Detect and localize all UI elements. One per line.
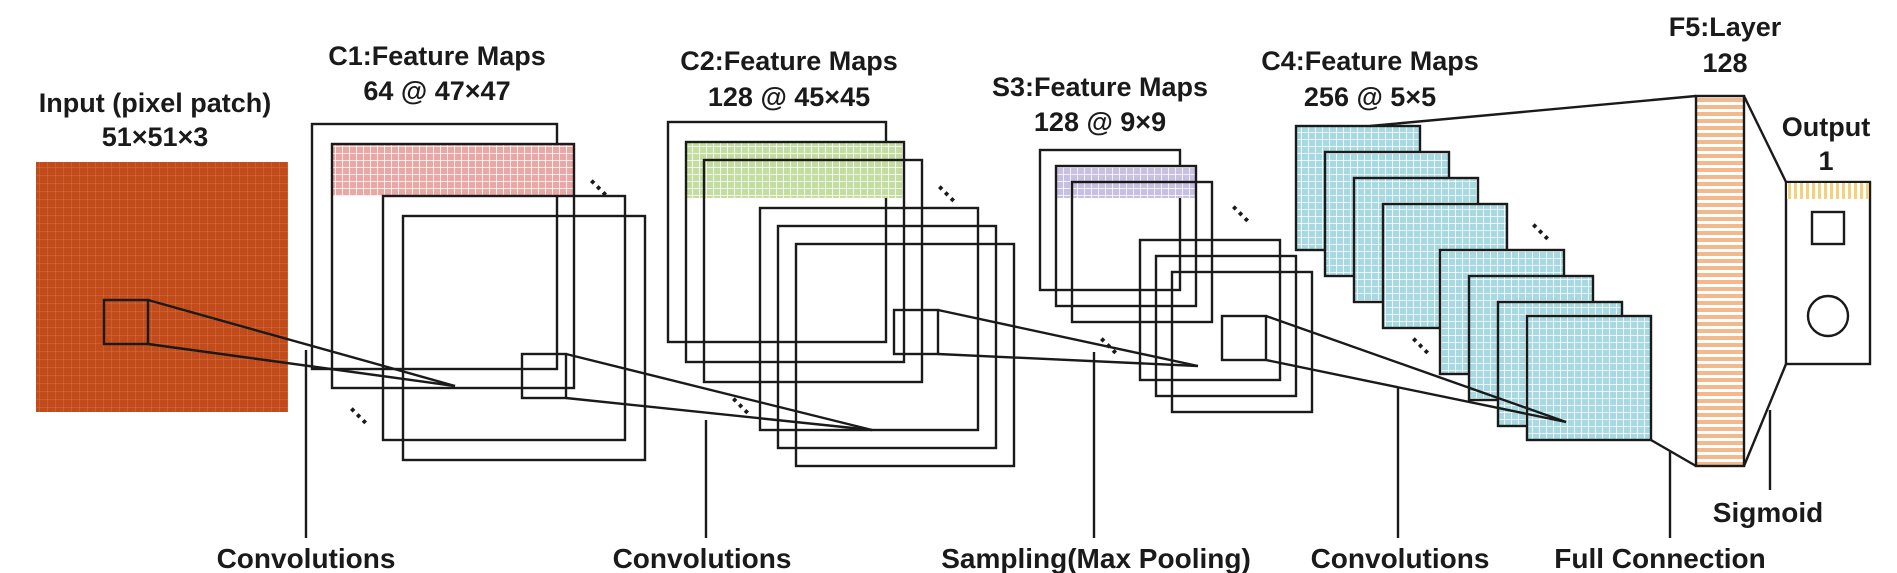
c2-map-5 bbox=[776, 224, 998, 450]
s3-map-6 bbox=[1170, 270, 1314, 414]
c4-size: 256 @ 5×5 bbox=[1304, 82, 1436, 112]
input-size: 51×51×3 bbox=[102, 122, 209, 152]
op-conv3-label: Convolutions bbox=[1311, 543, 1490, 573]
c2-map-4 bbox=[758, 206, 980, 432]
c1-feature-grid bbox=[332, 144, 574, 196]
connection-lines bbox=[147, 94, 1788, 468]
conn-input-c1-top bbox=[147, 298, 456, 388]
s3-map-4 bbox=[1138, 238, 1282, 382]
c2-title: C2:Feature Maps bbox=[680, 46, 898, 76]
output-circle-icon bbox=[1806, 294, 1850, 338]
input-title: Input (pixel patch) bbox=[39, 88, 272, 118]
output-size: 1 bbox=[1818, 146, 1833, 176]
s3-receptive-field bbox=[1220, 314, 1268, 362]
f5-title: F5:Layer bbox=[1669, 12, 1782, 42]
output-title: Output bbox=[1782, 112, 1870, 142]
conn-c4-f5-top bbox=[1369, 94, 1697, 128]
conn-s3-c4-top bbox=[1265, 314, 1567, 424]
op-fc-label: Full Connection bbox=[1554, 543, 1766, 573]
output-value-strip bbox=[1787, 183, 1869, 199]
s3-ellipsis-top: … bbox=[1226, 189, 1266, 229]
s3-map-2 bbox=[1054, 164, 1198, 308]
operation-labels: Convolutions Convolutions Sampling(Max P… bbox=[217, 350, 1823, 573]
s3-map-1 bbox=[1038, 148, 1182, 292]
conn-c4-f5-bottom bbox=[1650, 438, 1697, 468]
conn-c1-c2-top bbox=[565, 352, 873, 432]
f5-neuron-column bbox=[1694, 94, 1746, 468]
c1-size: 64 @ 47×47 bbox=[363, 76, 510, 106]
c1-ellipsis-bottom: … bbox=[344, 391, 384, 431]
s3-title: S3:Feature Maps bbox=[992, 72, 1208, 102]
input-receptive-field bbox=[102, 298, 150, 346]
conn-s3-c4-bottom bbox=[1265, 358, 1567, 424]
c4-title: C4:Feature Maps bbox=[1261, 46, 1479, 76]
c2-layer: C2:Feature Maps 128 @ 45×45 … … bbox=[666, 46, 1016, 468]
conn-f5-output-bottom bbox=[1742, 363, 1788, 467]
s3-ellipsis-bottom: … bbox=[1094, 321, 1134, 361]
c2-map-6 bbox=[794, 242, 1016, 468]
c2-feature-grid bbox=[686, 142, 904, 198]
c1-map-2 bbox=[330, 142, 576, 390]
c1-title: C1:Feature Maps bbox=[328, 41, 546, 71]
input-patch bbox=[36, 162, 288, 412]
c1-map-1 bbox=[310, 122, 559, 371]
s3-map-3 bbox=[1070, 180, 1214, 324]
c1-receptive-field bbox=[520, 352, 568, 400]
c1-map-3 bbox=[381, 194, 627, 442]
f5-layer: F5:Layer 128 bbox=[1669, 12, 1782, 468]
c2-map-3 bbox=[702, 158, 924, 384]
output-square-icon bbox=[1810, 210, 1846, 246]
c2-ellipsis-top: … bbox=[932, 169, 972, 209]
c1-layer: C1:Feature Maps 64 @ 47×47 … … bbox=[310, 41, 647, 462]
c1-map-4 bbox=[401, 214, 647, 462]
op-conv2-label: Convolutions bbox=[613, 543, 792, 573]
c4-map-8 bbox=[1525, 314, 1653, 442]
s3-layer: S3:Feature Maps 128 @ 9×9 … … bbox=[992, 72, 1314, 414]
op-sigmoid-label: Sigmoid bbox=[1713, 497, 1823, 528]
c4-layer: C4:Feature Maps 256 @ 5×5 … … bbox=[1261, 46, 1653, 442]
s3-size: 128 @ 9×9 bbox=[1034, 107, 1166, 137]
conn-f5-output-top bbox=[1742, 95, 1788, 183]
f5-size: 128 bbox=[1702, 48, 1747, 78]
output-layer: Output 1 bbox=[1782, 112, 1872, 366]
op-pool-label: Sampling(Max Pooling) bbox=[941, 543, 1251, 573]
c2-receptive-field bbox=[892, 308, 940, 356]
conn-c2-s3-bottom bbox=[937, 352, 1199, 368]
c2-size: 128 @ 45×45 bbox=[708, 82, 870, 112]
conn-c2-s3-top bbox=[937, 308, 1199, 368]
conn-input-c1-bottom bbox=[147, 342, 456, 388]
output-box bbox=[1784, 180, 1872, 366]
s3-map-5 bbox=[1154, 254, 1298, 398]
op-conv1-label: Convolutions bbox=[217, 543, 396, 573]
input-layer: Input (pixel patch) 51×51×3 bbox=[36, 88, 288, 412]
c4-ellipsis-top: … bbox=[1526, 207, 1566, 247]
conn-c1-c2-bottom bbox=[565, 396, 873, 432]
